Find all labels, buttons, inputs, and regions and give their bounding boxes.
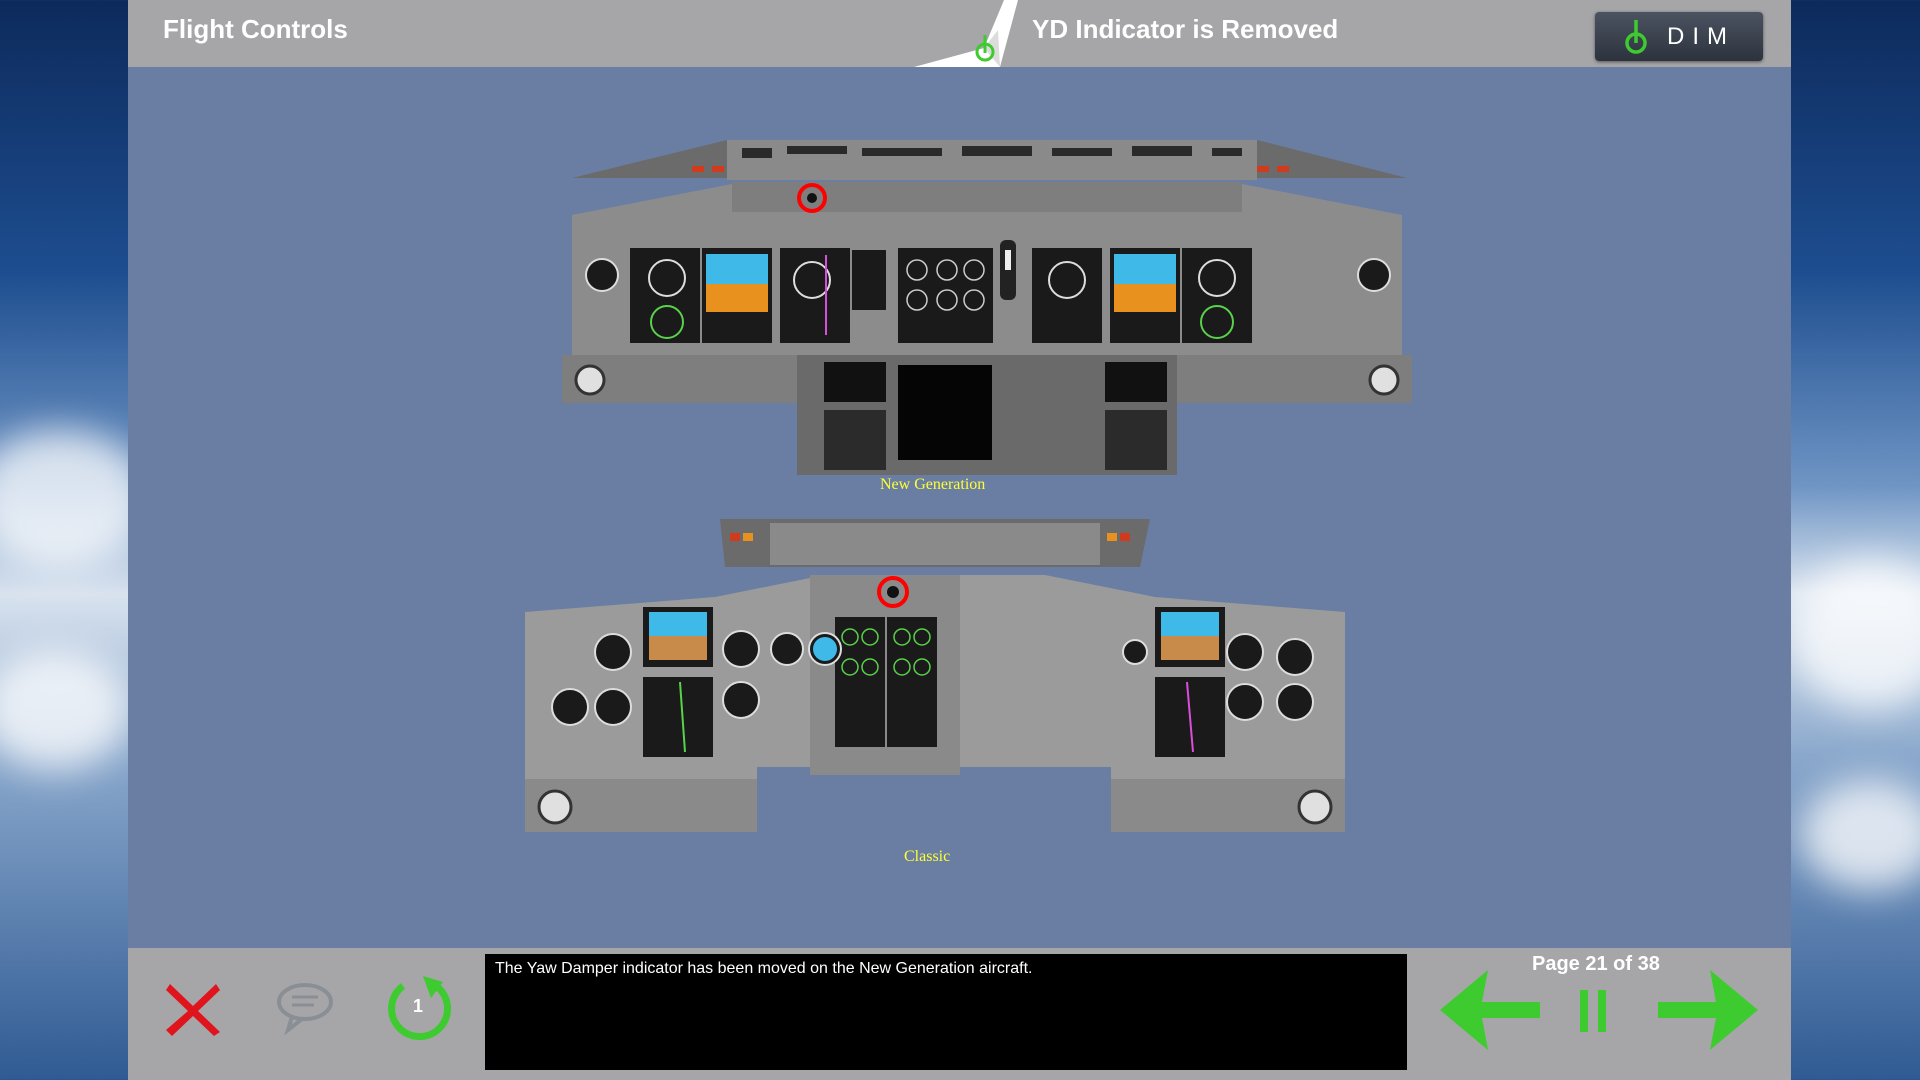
replay-button[interactable]: 1: [383, 972, 455, 1044]
new-generation-caption: New Generation: [880, 476, 986, 493]
cloud-right: [1790, 560, 1920, 710]
new-generation-cockpit-image: [562, 140, 1412, 475]
pause-icon[interactable]: [1578, 988, 1608, 1034]
narration-text: The Yaw Damper indicator has been moved …: [485, 954, 1407, 1070]
cloud-left-low: [0, 650, 130, 770]
replay-count: 1: [413, 996, 424, 1016]
page-title: Flight Controls: [163, 14, 348, 44]
classic-cockpit-image: [525, 519, 1345, 832]
power-icon: [1625, 19, 1647, 54]
dim-label: DIM: [1667, 22, 1735, 50]
footer-bar: 1 The Yaw Damper indicator has been move…: [128, 948, 1791, 1080]
dim-button[interactable]: DIM: [1595, 12, 1763, 61]
classic-caption: Classic: [904, 848, 951, 865]
cloud-left: [0, 430, 150, 570]
cloud-right-low: [1800, 780, 1920, 890]
speech-bubble-icon[interactable]: [276, 980, 334, 1036]
slide-subtitle: YD Indicator is Removed: [1032, 14, 1339, 44]
lesson-window: Flight Controls YD Indicator is Removed …: [128, 0, 1791, 1080]
arrow-right-icon[interactable]: [1654, 968, 1762, 1052]
page-indicator: Page 21 of 38: [1532, 953, 1660, 975]
replay-icon: [388, 976, 452, 1041]
header-bar: Flight Controls YD Indicator is Removed …: [128, 0, 1791, 67]
tail-logo-icon: [914, 0, 1018, 67]
arrow-left-icon[interactable]: [1436, 968, 1544, 1052]
close-x-icon[interactable]: [162, 978, 224, 1040]
